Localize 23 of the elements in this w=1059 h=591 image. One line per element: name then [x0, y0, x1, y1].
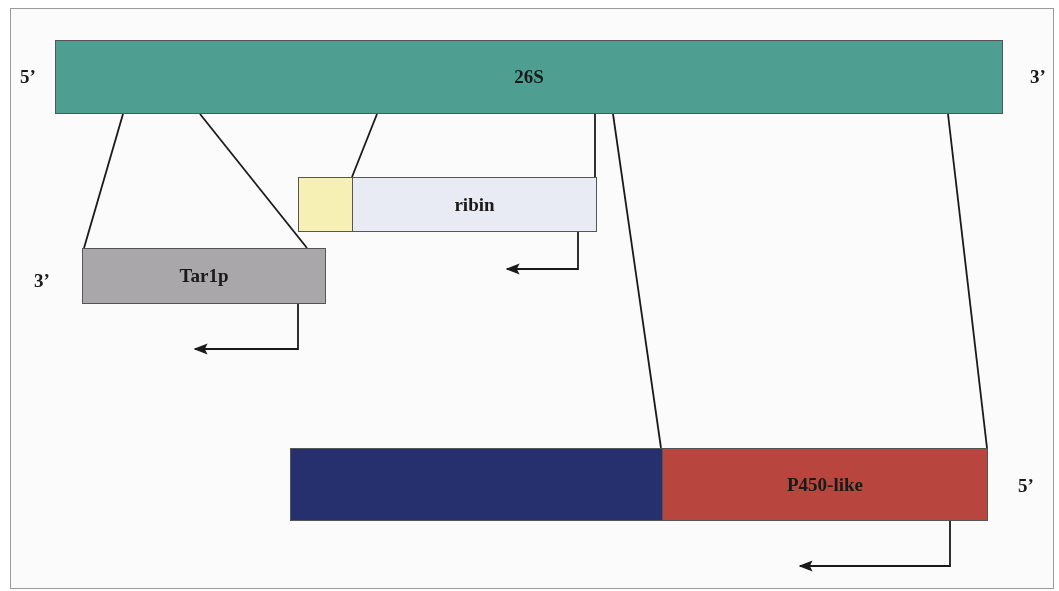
transcription-arrow — [505, 231, 579, 275]
gene-label: P450-like — [787, 473, 863, 496]
transcription-arrow — [798, 520, 951, 572]
connector-line — [947, 113, 988, 449]
connector-line — [612, 113, 662, 449]
transcription-arrow — [193, 303, 299, 355]
segment-box — [290, 448, 663, 521]
gene-box — [662, 448, 988, 521]
segment-box — [298, 177, 353, 232]
gene-box — [352, 177, 597, 232]
connector-line — [351, 113, 378, 178]
strand-end-label: 5’ — [1018, 475, 1034, 497]
strand-end-label: 3’ — [34, 270, 50, 292]
gene-label: ribin — [454, 193, 495, 216]
connector-line — [83, 113, 124, 249]
connector-line — [594, 113, 596, 178]
connector-line — [199, 113, 308, 249]
strand-end-label: 5’ — [20, 66, 36, 88]
gene-box — [82, 248, 326, 304]
gene-label: Tar1p — [179, 265, 229, 287]
strand-end-label: 3’ — [1030, 66, 1046, 88]
gene-bar — [55, 40, 1003, 114]
gene-label: 26S — [514, 66, 544, 88]
